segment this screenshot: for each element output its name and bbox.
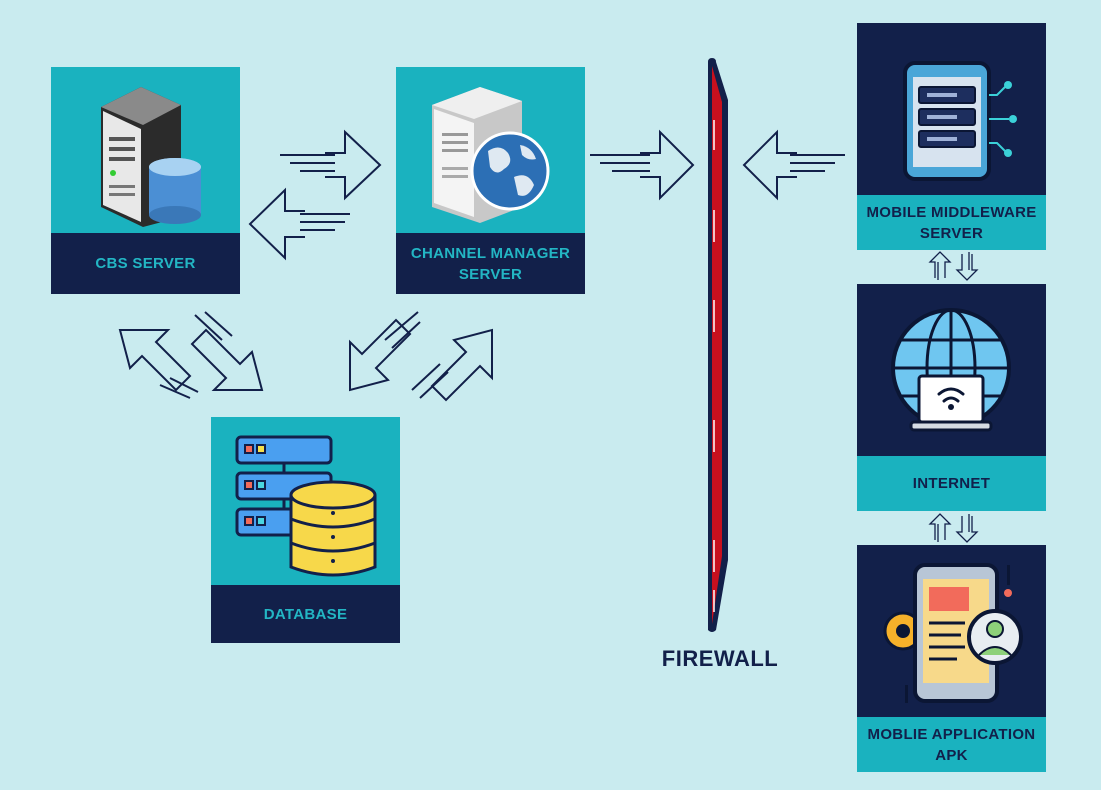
arrow-middleware-to-firewall [742, 129, 845, 201]
firewall-label: FIREWALL [661, 646, 779, 671]
mobile-middleware-node: MOBILE MIDDLEWARE SERVER [857, 23, 1046, 250]
arrow-middleware-internet [928, 251, 979, 281]
phone-server-icon [857, 23, 1046, 195]
cbs-server-node: CBS SERVER [51, 67, 240, 294]
arrow-database-to-channel-manager [411, 328, 493, 402]
internet-node: INTERNET [857, 284, 1046, 511]
globe-laptop-wifi-icon [857, 284, 1046, 456]
arrow-channel-manager-to-cbs [248, 187, 350, 261]
database-node: DATABASE [211, 417, 400, 643]
internet-label: INTERNET [857, 456, 1046, 511]
channel-manager-label: CHANNEL MANAGER SERVER [396, 233, 585, 294]
mobile-app-user-icon [857, 545, 1046, 717]
arrow-channel-manager-to-firewall [590, 129, 695, 201]
arrow-internet-app [928, 513, 979, 543]
arrow-channel-manager-to-database [349, 311, 421, 392]
database-rack-icon [211, 417, 400, 585]
arrow-cbs-to-channel-manager [280, 129, 382, 201]
server-database-icon [51, 67, 240, 233]
cbs-server-label: CBS SERVER [51, 233, 240, 294]
mobile-app-node: MOBLIE APPLICATION APK [857, 545, 1046, 772]
arrow-cbs-to-database [190, 311, 264, 391]
channel-manager-node: CHANNEL MANAGER SERVER [396, 67, 585, 294]
server-globe-icon [396, 67, 585, 233]
database-label: DATABASE [211, 585, 400, 643]
arrow-database-to-cbs [118, 329, 199, 399]
mobile-app-label: MOBLIE APPLICATION APK [857, 717, 1046, 772]
mobile-middleware-label: MOBILE MIDDLEWARE SERVER [857, 195, 1046, 250]
